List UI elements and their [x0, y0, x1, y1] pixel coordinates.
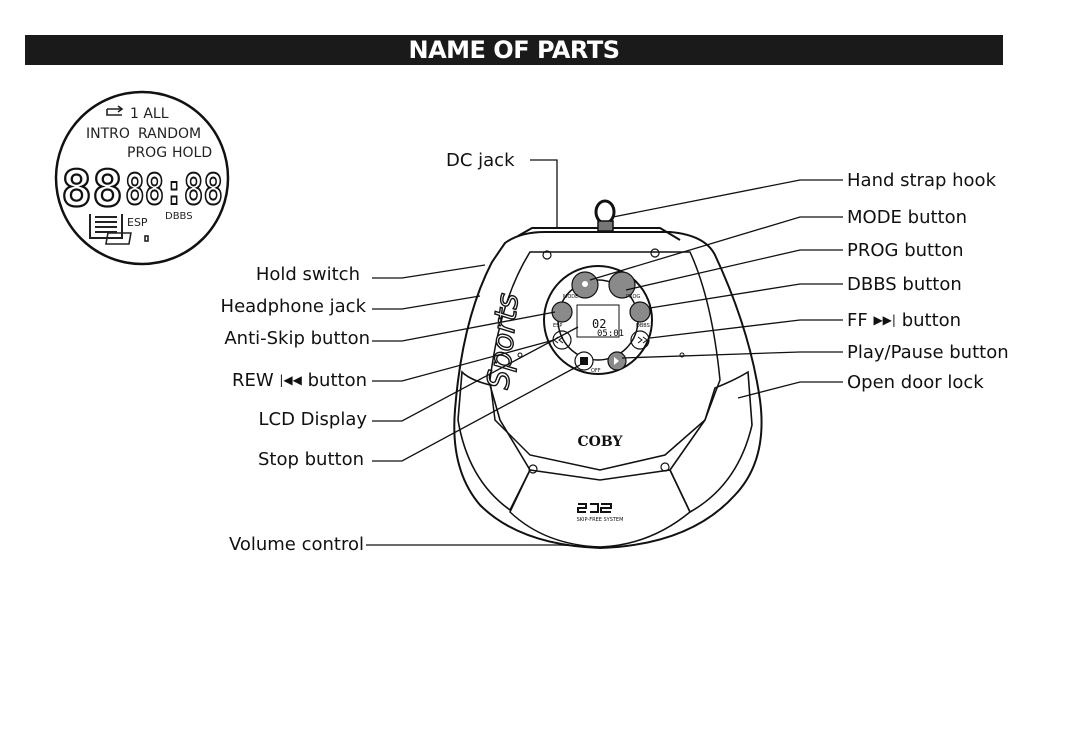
- mini-lcd-time: 05:01: [597, 329, 624, 339]
- label-rew-text: REW: [231, 370, 274, 391]
- ff-button[interactable]: [630, 330, 650, 350]
- repeat-icon: [106, 105, 124, 116]
- player-body: [453, 231, 763, 550]
- mini-esp-label: ESP: [553, 323, 562, 329]
- label-dc-jack: DC jack: [446, 150, 515, 171]
- label-ff-button-text: button: [901, 310, 962, 331]
- label-rew-button-text: button: [307, 370, 367, 391]
- lcd-esp-label: ESP: [127, 216, 148, 229]
- mini-prog-label: PROG: [626, 294, 640, 300]
- label-stop-button: Stop button: [257, 449, 364, 470]
- label-prog-button: PROG button: [847, 240, 964, 261]
- page-title: NAME OF PARTS: [408, 36, 620, 64]
- label-anti-skip-button: Anti-Skip button: [224, 328, 370, 349]
- title-bar: NAME OF PARTS: [25, 35, 1003, 65]
- lcd-hold-label: HOLD: [172, 145, 212, 161]
- label-open-door-lock: Open door lock: [847, 372, 984, 393]
- mini-dbbs-label: DBBS: [636, 323, 650, 329]
- label-dbbs-button: DBBS button: [847, 274, 962, 295]
- ff-icon: ▶▶|: [873, 313, 896, 327]
- brand-logo: COBY: [578, 434, 624, 450]
- ssp-logo: [577, 503, 612, 513]
- dbbs-button[interactable]: [629, 301, 651, 323]
- lcd-dbbs-label: DBBS: [165, 211, 193, 222]
- lcd-closeup: 1 ALL INTRO RANDOM PROG HOLD 88 88:88 ES…: [54, 90, 230, 266]
- ssp-tagline: SKIP-FREE SYSTEM: [577, 517, 624, 523]
- battery-icon: [105, 232, 149, 245]
- label-hold-switch: Hold switch: [255, 264, 360, 285]
- label-ff-button: FF ▶▶| button: [847, 309, 961, 332]
- label-lcd-display: LCD Display: [258, 409, 367, 430]
- lcd-random-label: RANDOM: [138, 126, 201, 142]
- rew-button[interactable]: [552, 330, 572, 350]
- mini-off-label: OFF: [591, 368, 601, 374]
- lcd-track-digits: 88: [61, 160, 123, 218]
- lcd-time-digits: 88:88: [125, 165, 223, 214]
- mini-lcd-track: 02: [592, 317, 606, 331]
- label-rew-button: REW |◀◀ button: [232, 369, 367, 392]
- mini-mode-label: MODE: [563, 294, 578, 300]
- cd-player: [453, 199, 763, 550]
- prog-button[interactable]: [608, 271, 636, 299]
- label-hand-strap-hook: Hand strap hook: [847, 170, 996, 191]
- rew-icon: |◀◀: [279, 373, 302, 387]
- sports-side-text: Sports: [481, 292, 526, 391]
- label-ff-text: FF: [847, 310, 868, 331]
- lcd-prog-label: PROG: [127, 145, 167, 161]
- label-play-pause-button: Play/Pause button: [847, 342, 1009, 363]
- hand-strap-hook: [594, 199, 616, 232]
- leader-lines: [366, 159, 843, 548]
- lcd-repeat-label: 1 ALL: [130, 106, 169, 122]
- label-mode-button: MODE button: [847, 207, 968, 228]
- label-headphone-jack: Headphone jack: [220, 296, 366, 317]
- lcd-intro-label: INTRO: [86, 126, 130, 142]
- label-volume-control: Volume control: [228, 534, 364, 555]
- esp-level-icon: [89, 214, 123, 239]
